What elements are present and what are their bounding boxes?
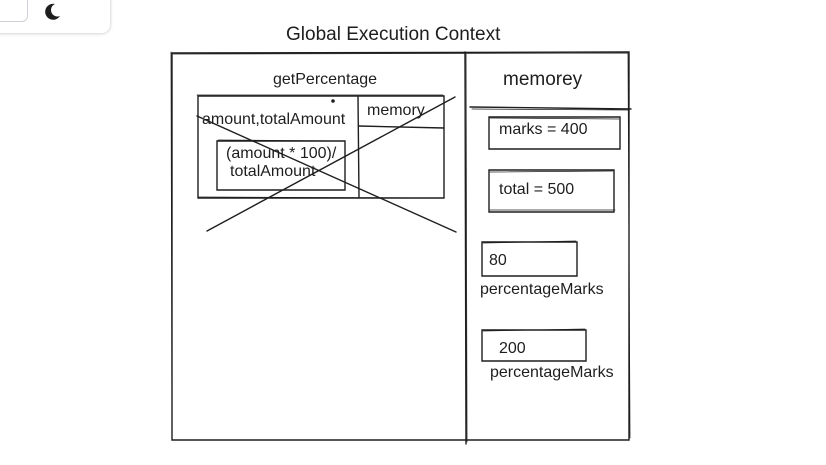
code-memory-divider <box>464 51 467 445</box>
function-name: getPercentage <box>273 71 378 88</box>
cross-line-1 <box>206 96 456 232</box>
code-line-2: totalAmount <box>230 163 316 180</box>
memory-box-marks <box>488 116 621 150</box>
code-line-1: (amount * 100)/ <box>226 145 337 162</box>
tool-button[interactable] <box>0 0 28 22</box>
memory-value-80: 80 <box>489 252 507 269</box>
memory-header-line <box>469 106 632 110</box>
memory-box-200 <box>481 329 587 362</box>
function-divider <box>357 96 360 198</box>
function-memory-line <box>358 125 445 129</box>
memory-label-percentage-1: percentageMarks <box>480 281 604 298</box>
memory-header: memorey <box>503 69 583 90</box>
cross-line-2 <box>196 115 457 233</box>
gec-outer-box-sketch <box>170 51 631 440</box>
toolbar <box>0 0 110 33</box>
diagram-title: Global Execution Context <box>286 24 501 45</box>
memory-value-total: total = 500 <box>499 181 575 198</box>
memory-value-200: 200 <box>499 340 526 357</box>
memory-label-percentage-2: percentageMarks <box>490 364 614 381</box>
function-memory-label: memory <box>367 102 425 119</box>
function-context-box <box>197 95 445 199</box>
memory-box-total <box>488 169 615 213</box>
function-params: amount,totalAmount <box>202 111 346 128</box>
moon-icon[interactable] <box>40 0 64 24</box>
dot-mark <box>331 99 335 103</box>
memory-value-marks: marks = 400 <box>499 121 588 138</box>
